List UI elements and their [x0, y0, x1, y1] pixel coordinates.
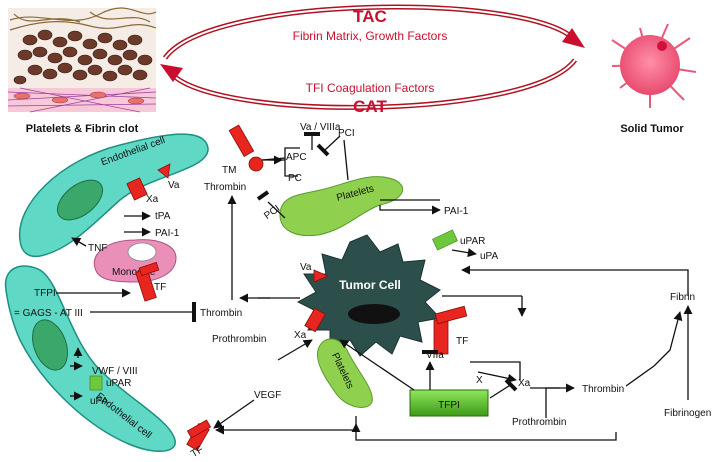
- label-pci-top: PCI: [338, 128, 355, 139]
- label-thrombin-top: Thrombin: [204, 182, 246, 193]
- label-vegf: VEGF: [254, 390, 281, 401]
- label-vwf: VWF / VIII: [92, 366, 138, 377]
- label-xa-endo: Xa: [146, 194, 159, 205]
- label-tf-bottom: TF: [189, 444, 205, 460]
- tac-title: TAC: [353, 7, 387, 26]
- label-prothrombin-left: Prothrombin: [212, 334, 266, 345]
- label-upa-left: uPA: [90, 396, 108, 407]
- label-viia: VIIa: [426, 350, 444, 361]
- label-gags: = GAGS - AT III: [14, 308, 83, 319]
- label-tf-left: TF: [154, 282, 166, 293]
- fibrin-clot-image: [7, 7, 157, 113]
- label-thrombin-right: Thrombin: [582, 384, 624, 395]
- right-caption: Solid Tumor: [620, 123, 684, 135]
- label-tf-tumor: TF: [456, 336, 468, 347]
- label-tm: TM: [222, 165, 236, 176]
- label-va-endo: Va: [168, 180, 180, 191]
- label-tpa: tPA: [155, 211, 171, 222]
- tumor-cell: [296, 234, 441, 357]
- tac-subtitle: Fibrin Matrix, Growth Factors: [293, 29, 448, 43]
- tumor-cell-label: Tumor Cell: [339, 278, 401, 292]
- label-xa-tumor: Xa: [294, 330, 307, 341]
- solid-tumor-image: [611, 23, 697, 108]
- label-upa-right: uPA: [480, 251, 498, 262]
- endothelial-cell-bottom: [4, 265, 176, 452]
- cat-arrow-head: [160, 64, 183, 82]
- label-pai1-right: PAI-1: [444, 206, 469, 217]
- receptors: [126, 124, 468, 451]
- label-tfpi-left: TFPI: [34, 288, 56, 299]
- label-va-tumor: Va: [300, 262, 312, 273]
- label-pci-mid: PCI: [262, 203, 282, 222]
- platelets-bottom: [316, 338, 373, 408]
- monocyte-label: Monocyte: [112, 267, 156, 278]
- endothelial-cell-top: [18, 133, 209, 258]
- label-prothrombin-right: Prothrombin: [512, 417, 566, 428]
- label-xa-right: Xa: [518, 378, 531, 389]
- label-upar-left: uPAR: [106, 378, 131, 389]
- platelets-top: [279, 176, 404, 237]
- tfpi-box: [409, 389, 489, 417]
- upar-right-bar: [432, 229, 458, 251]
- cat-subtitle: TFI Coagulation Factors: [306, 81, 435, 95]
- tfpi-box-label: TFPI: [438, 400, 460, 411]
- labels: Va / VIIIa PCI APC PC TM Thrombin PCI PA…: [14, 122, 711, 460]
- label-fibrin: Fibrin: [670, 292, 695, 303]
- label-apc: APC: [286, 152, 307, 163]
- label-thrombin-left: Thrombin: [200, 308, 242, 319]
- upar-left-bar: [89, 375, 103, 391]
- label-va-viiia: Va / VIIIa: [300, 122, 341, 133]
- cat-title: CAT: [353, 97, 387, 116]
- label-pc: PC: [288, 173, 302, 184]
- label-fibrinogen: Fibrinogen: [664, 408, 711, 419]
- left-caption: Platelets & Fibrin clot: [26, 123, 139, 135]
- label-upar-right: uPAR: [460, 236, 485, 247]
- tumor-body: [620, 35, 680, 95]
- tac-arrow-head: [562, 28, 585, 48]
- label-x: X: [476, 375, 483, 386]
- tac-cat-cycle: TAC Fibrin Matrix, Growth Factors TFI Co…: [160, 4, 585, 116]
- label-pai1-left: PAI-1: [155, 228, 180, 239]
- label-tnf: TNF: [88, 243, 107, 254]
- pathway-arrows: [56, 132, 693, 441]
